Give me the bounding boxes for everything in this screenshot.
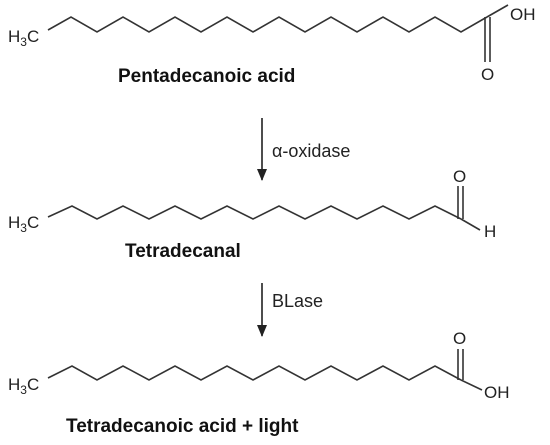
molecule-name: Tetradecanal [125, 241, 241, 262]
carbonyl-oxygen-label: O [453, 329, 466, 348]
enzyme-label: BLase [272, 291, 323, 311]
reaction-step-2: BLase [257, 283, 323, 337]
aldehyde-h-label: H [484, 222, 496, 241]
carbon-chain [47, 16, 488, 33]
hydroxyl-bond [486, 4, 509, 18]
enzyme-label: α-oxidase [272, 141, 350, 161]
molecule-tetradecanal: H3C O H Tetradecanal [8, 167, 496, 262]
molecule-tetradecanoic-acid: H3C O OH Tetradecanoic acid + light [8, 329, 510, 437]
methyl-group-label: H3C [8, 27, 39, 49]
carbon-chain [47, 205, 462, 220]
molecule-name: Pentadecanoic acid [118, 66, 295, 87]
hydroxyl-bond [460, 379, 483, 391]
methyl-group-label: H3C [8, 375, 39, 397]
hydroxyl-label: OH [510, 5, 536, 24]
molecule-name: Tetradecanoic acid + light [66, 416, 299, 437]
reaction-step-1: α-oxidase [257, 118, 350, 181]
carbon-chain [47, 365, 462, 381]
carbonyl-oxygen-label: O [481, 65, 494, 84]
hydroxyl-label: OH [484, 383, 510, 402]
aldehyde-h-bond [460, 218, 481, 231]
carbonyl-oxygen-label: O [453, 167, 466, 186]
methyl-group-label: H3C [8, 213, 39, 235]
molecule-pentadecanoic-acid: H3C OH O Pentadecanoic acid [8, 4, 536, 87]
